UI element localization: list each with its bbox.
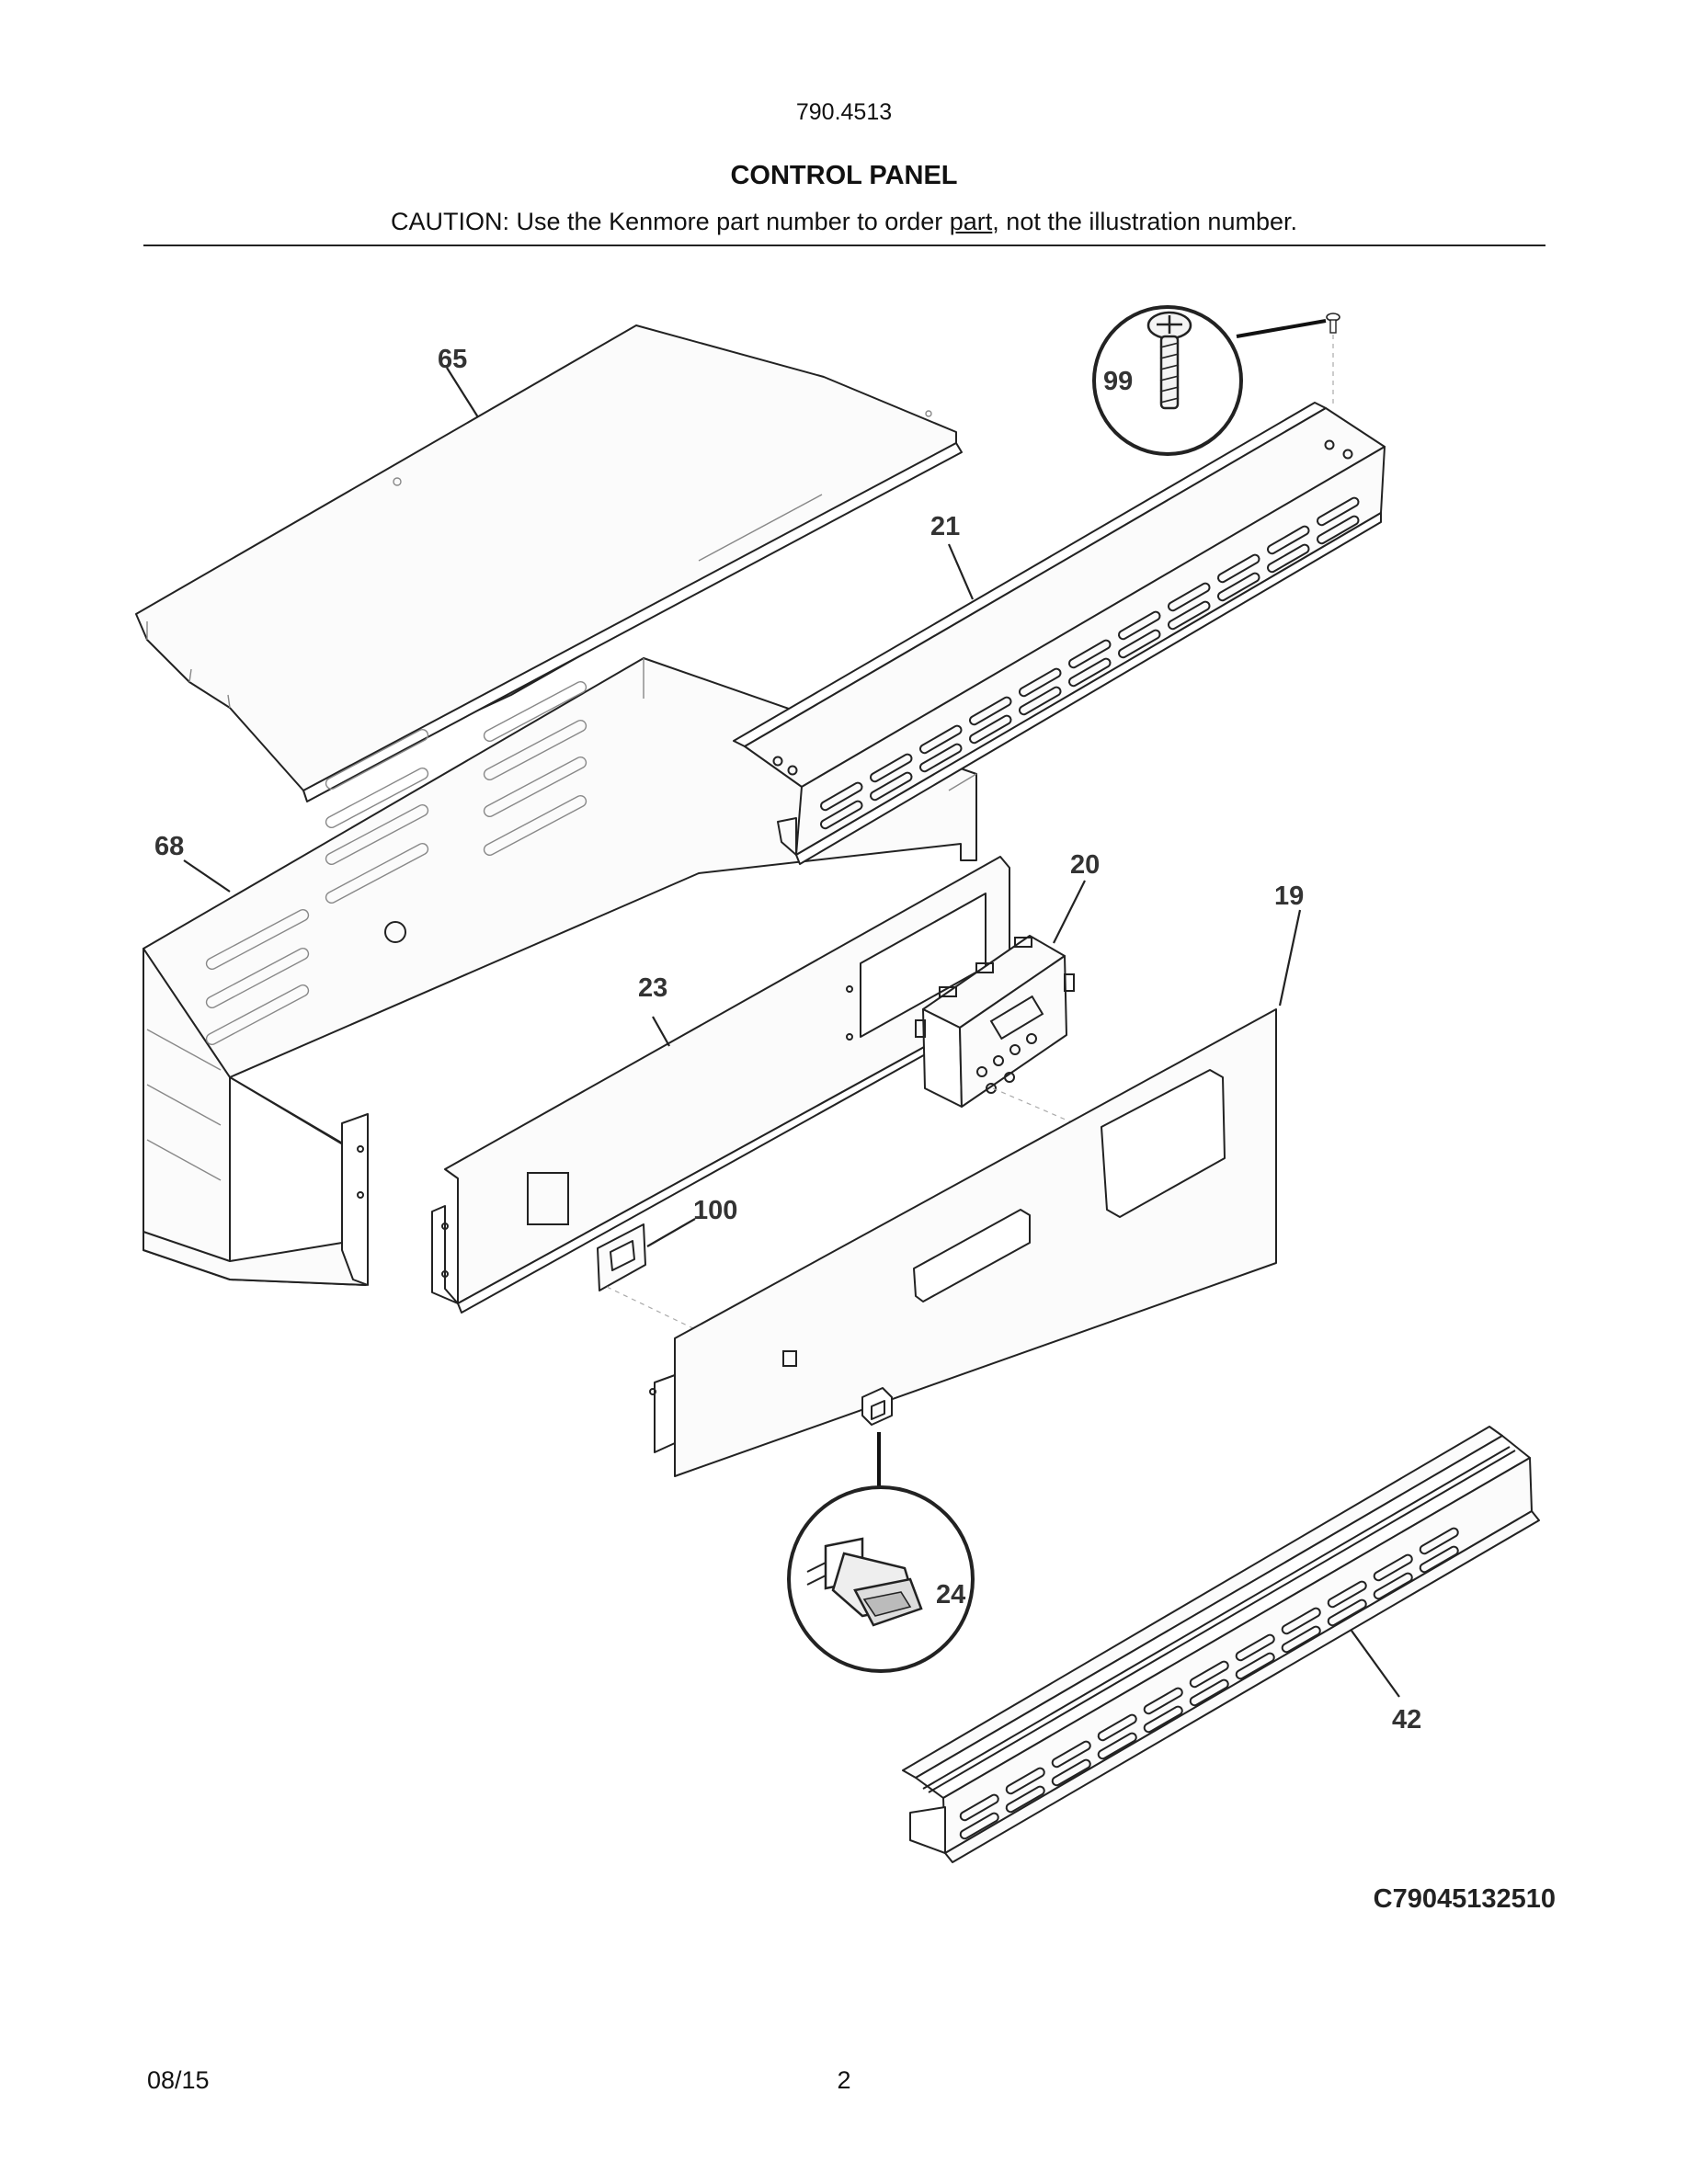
callout-68: 68 — [154, 832, 184, 861]
footer-date: 08/15 — [147, 2066, 210, 2094]
model-number: 790.4513 — [795, 99, 893, 125]
callout-100: 100 — [693, 1196, 737, 1225]
callout-23: 23 — [638, 973, 667, 1003]
page-number: 2 — [837, 2066, 851, 2094]
callout-42: 42 — [1392, 1705, 1421, 1735]
part-19-console-panel — [649, 1008, 1277, 1477]
part-100-gasket — [597, 1223, 646, 1291]
callout-20: 20 — [1070, 850, 1100, 880]
callout-19: 19 — [1274, 882, 1304, 911]
rocker-switch-icon — [806, 1537, 923, 1627]
callout-65: 65 — [438, 345, 467, 374]
callout-leader-lines — [183, 367, 1400, 1698]
caution-note: CAUTION: Use the Kenmore part number to … — [0, 208, 1688, 236]
housing-vent-slots — [205, 681, 587, 1045]
rail-21-vent-slots — [819, 496, 1360, 830]
diagram-code: C79045132510 — [1373, 1884, 1556, 1914]
callout-21: 21 — [930, 512, 960, 541]
part-20-control-board — [915, 935, 1075, 1108]
part-99-screw-detail — [1092, 305, 1340, 456]
rail-42-vent-slots — [959, 1527, 1459, 1840]
small-screw-icon — [1326, 313, 1340, 334]
caution-underlined-word: part — [949, 208, 993, 235]
page-title: CONTROL PANEL — [730, 161, 958, 190]
header-rule — [143, 245, 1545, 246]
caution-suffix: , not the illustration number. — [992, 208, 1297, 235]
part-24-rocker-switch-detail — [787, 1485, 975, 1673]
part-42-lower-vent-rail — [902, 1426, 1540, 1863]
small-switch-icon — [861, 1387, 893, 1426]
screw-icon — [1146, 311, 1192, 410]
caution-prefix: CAUTION: Use the Kenmore part number to … — [391, 208, 950, 235]
part-23-panel-bracket — [357, 856, 1010, 1314]
part-21-upper-vent-rail — [733, 402, 1386, 865]
part-65-top-cover — [135, 324, 963, 802]
callout-99: 99 — [1103, 367, 1133, 396]
callout-24: 24 — [936, 1580, 965, 1610]
